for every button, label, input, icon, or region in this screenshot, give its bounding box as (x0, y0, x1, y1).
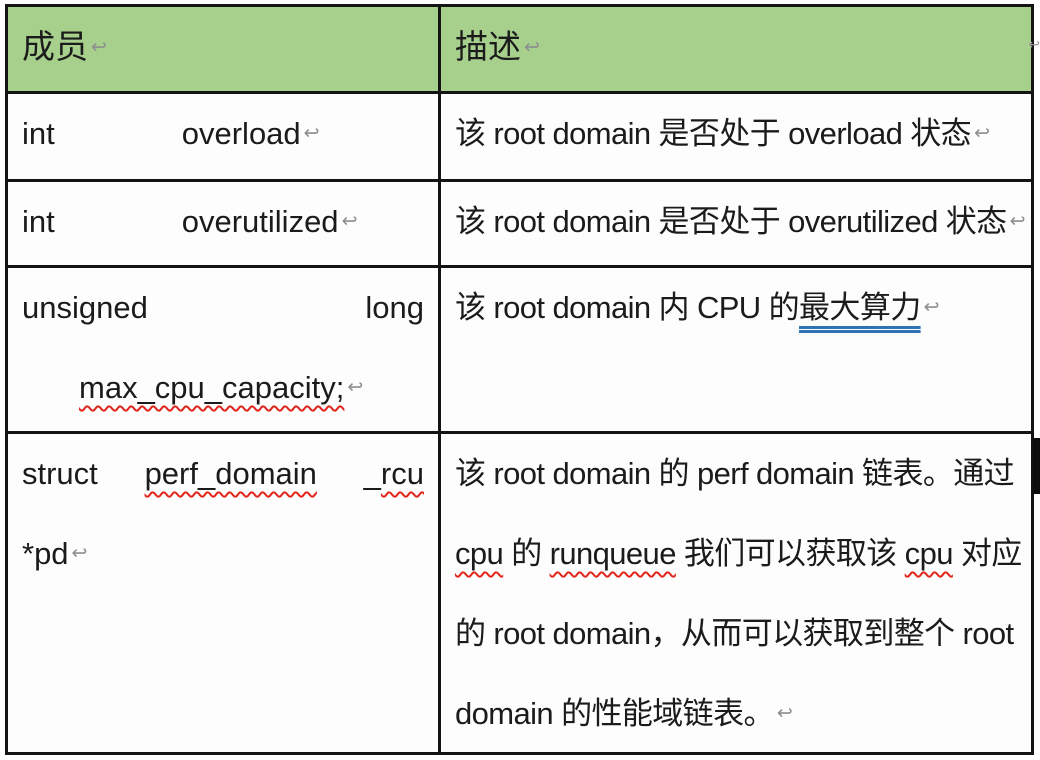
desc-text: 我们可以获取该 (675, 536, 905, 571)
desc-text: 该 root domain 的 perf domain 链表。通过 (455, 456, 1015, 491)
desc-cell-overutilized: 该 root domain 是否处于 overutilized 状态↩ (438, 179, 1032, 265)
desc-highlight-underlined: 最大算力 (799, 290, 921, 325)
desc-line-4: domain 的性能域链表。↩ (455, 674, 1025, 754)
desc-line-3: 的 root domain，从而可以获取到整个 root (455, 594, 1025, 674)
member-cell-max-cpu-capacity: unsigned long max_cpu_capacity;↩ (8, 265, 438, 431)
member-keyword: struct (22, 456, 98, 491)
paragraph-mark-icon: ↩ (341, 211, 358, 232)
desc-text: 的 (503, 536, 550, 571)
paragraph-mark-icon: ↩ (974, 123, 990, 144)
desc-text: 对应 (952, 536, 1022, 571)
member-line-types: unsigned long (22, 268, 432, 348)
member-annotation-group: _rcu (364, 434, 424, 514)
desc-line: 该 root domain 是否处于 overload 状态↩ (455, 94, 1025, 174)
desc-cell-pd: 该 root domain 的 perf domain 链表。通过 cpu 的 … (438, 431, 1032, 754)
member-line-types: struct perf_domain _rcu (22, 434, 432, 514)
header-description-line: 描述↩ (455, 7, 1025, 88)
member-type: int (22, 116, 55, 151)
paragraph-mark-icon: ↩ (776, 703, 793, 724)
desc-runqueue-spellcheck: runqueue (549, 536, 677, 571)
paragraph-mark-icon: ↩ (71, 543, 88, 564)
member-name: overutilized (181, 204, 339, 239)
header-cell-description: 描述↩ (438, 7, 1032, 91)
desc-line-1: 该 root domain 的 perf domain 链表。通过 (455, 434, 1025, 514)
desc-line: 该 root domain 是否处于 overutilized 状态↩ (455, 182, 1025, 262)
member-annotation-spellcheck: rcu (380, 456, 424, 491)
desc-cell-overload: 该 root domain 是否处于 overload 状态↩ (438, 91, 1032, 179)
desc-prefix: 该 root domain 内 CPU 的 (455, 290, 800, 325)
header-description-label: 描述 (455, 28, 521, 65)
member-type: int (22, 204, 55, 239)
desc-line-2: cpu 的 runqueue 我们可以获取该 cpu 对应 (455, 514, 1025, 594)
member-type-a: unsigned (22, 290, 148, 325)
member-name: *pd (22, 536, 69, 571)
desc-cpu-spellcheck: cpu (455, 536, 504, 571)
member-cell-overload: int overload↩ (8, 91, 438, 179)
desc-cell-max-cpu-capacity: 该 root domain 内 CPU 的最大算力↩ (438, 265, 1032, 431)
paragraph-mark-icon: ↩ (524, 37, 540, 58)
header-member-line: 成员↩ (22, 7, 432, 88)
member-name-spellcheck: max_cpu_capacity; (79, 370, 345, 405)
member-name: overload (181, 116, 301, 151)
member-type-spellcheck: perf_domain (144, 456, 317, 491)
member-line-name: *pd↩ (22, 514, 432, 594)
desc-cpu-spellcheck: cpu (904, 536, 954, 571)
header-member-label: 成员 (22, 28, 88, 65)
desc-line: 该 root domain 内 CPU 的最大算力↩ (455, 268, 1025, 348)
desc-text: 的 root domain，从而可以获取到整个 root (455, 616, 1014, 651)
paragraph-mark-icon: ↩ (303, 123, 320, 144)
member-line: int overload↩ (22, 94, 432, 174)
paragraph-mark-icon: ↩ (347, 377, 364, 398)
desc-text: 该 root domain 是否处于 overload 状态 (455, 116, 972, 151)
member-annotation-underscore: _ (363, 456, 381, 491)
paragraph-mark-icon: ↩ (91, 37, 107, 58)
header-cell-member: 成员↩ (8, 7, 438, 91)
member-cell-overutilized: int overutilized↩ (8, 179, 438, 265)
right-edge-marker (1033, 438, 1040, 494)
row-end-mark-icon: ↩ (1028, 36, 1040, 52)
paragraph-mark-icon: ↩ (923, 297, 940, 318)
member-line: int overutilized↩ (22, 182, 432, 262)
member-cell-pd: struct perf_domain _rcu *pd↩ (8, 431, 438, 754)
desc-text: domain 的性能域链表。 (455, 696, 774, 731)
desc-text: 该 root domain 是否处于 overutilized 状态 (455, 204, 1007, 239)
paragraph-mark-icon: ↩ (1009, 211, 1026, 232)
member-line-name: max_cpu_capacity;↩ (22, 348, 432, 428)
member-type-b: long (365, 290, 424, 325)
